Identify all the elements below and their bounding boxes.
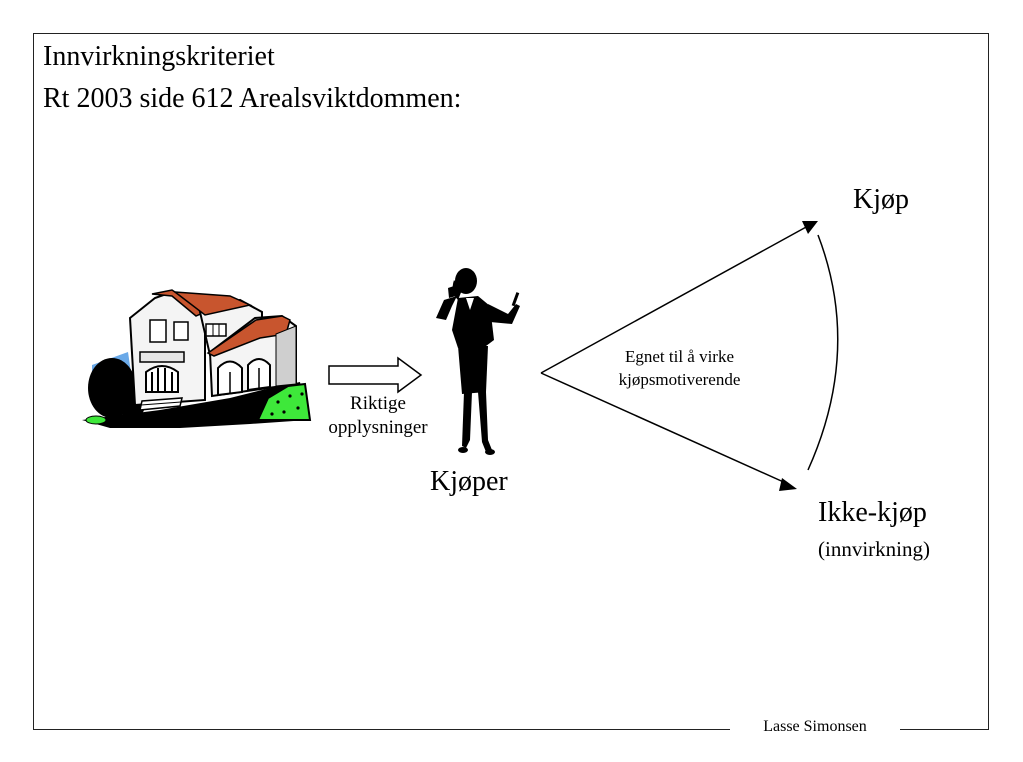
outcome-no-buy-note: (innvirkning) bbox=[818, 537, 930, 562]
wedge-label-line-2: kjøpsmotiverende bbox=[597, 368, 762, 391]
arrow-label-line-1: Riktige bbox=[318, 392, 438, 416]
footer-author: Lasse Simonsen bbox=[730, 718, 900, 736]
businesswoman-silhouette-icon bbox=[436, 268, 520, 455]
buyer-label: Kjøper bbox=[430, 466, 508, 498]
arrow-label-line-2: opplysninger bbox=[318, 416, 438, 440]
wedge-label-line-1: Egnet til å virke bbox=[597, 345, 762, 368]
block-arrow bbox=[329, 358, 421, 392]
wedge-arc bbox=[808, 235, 838, 470]
house-clipart-icon bbox=[82, 290, 310, 428]
wedge-label: Egnet til å virke kjøpsmotiverende bbox=[597, 345, 762, 391]
outcome-buy-label: Kjøp bbox=[853, 184, 909, 216]
arrow-label: Riktige opplysninger bbox=[318, 392, 438, 440]
outcome-no-buy-label: Ikke-kjøp bbox=[818, 497, 927, 529]
arrowhead-ikke-kjop bbox=[779, 478, 797, 491]
